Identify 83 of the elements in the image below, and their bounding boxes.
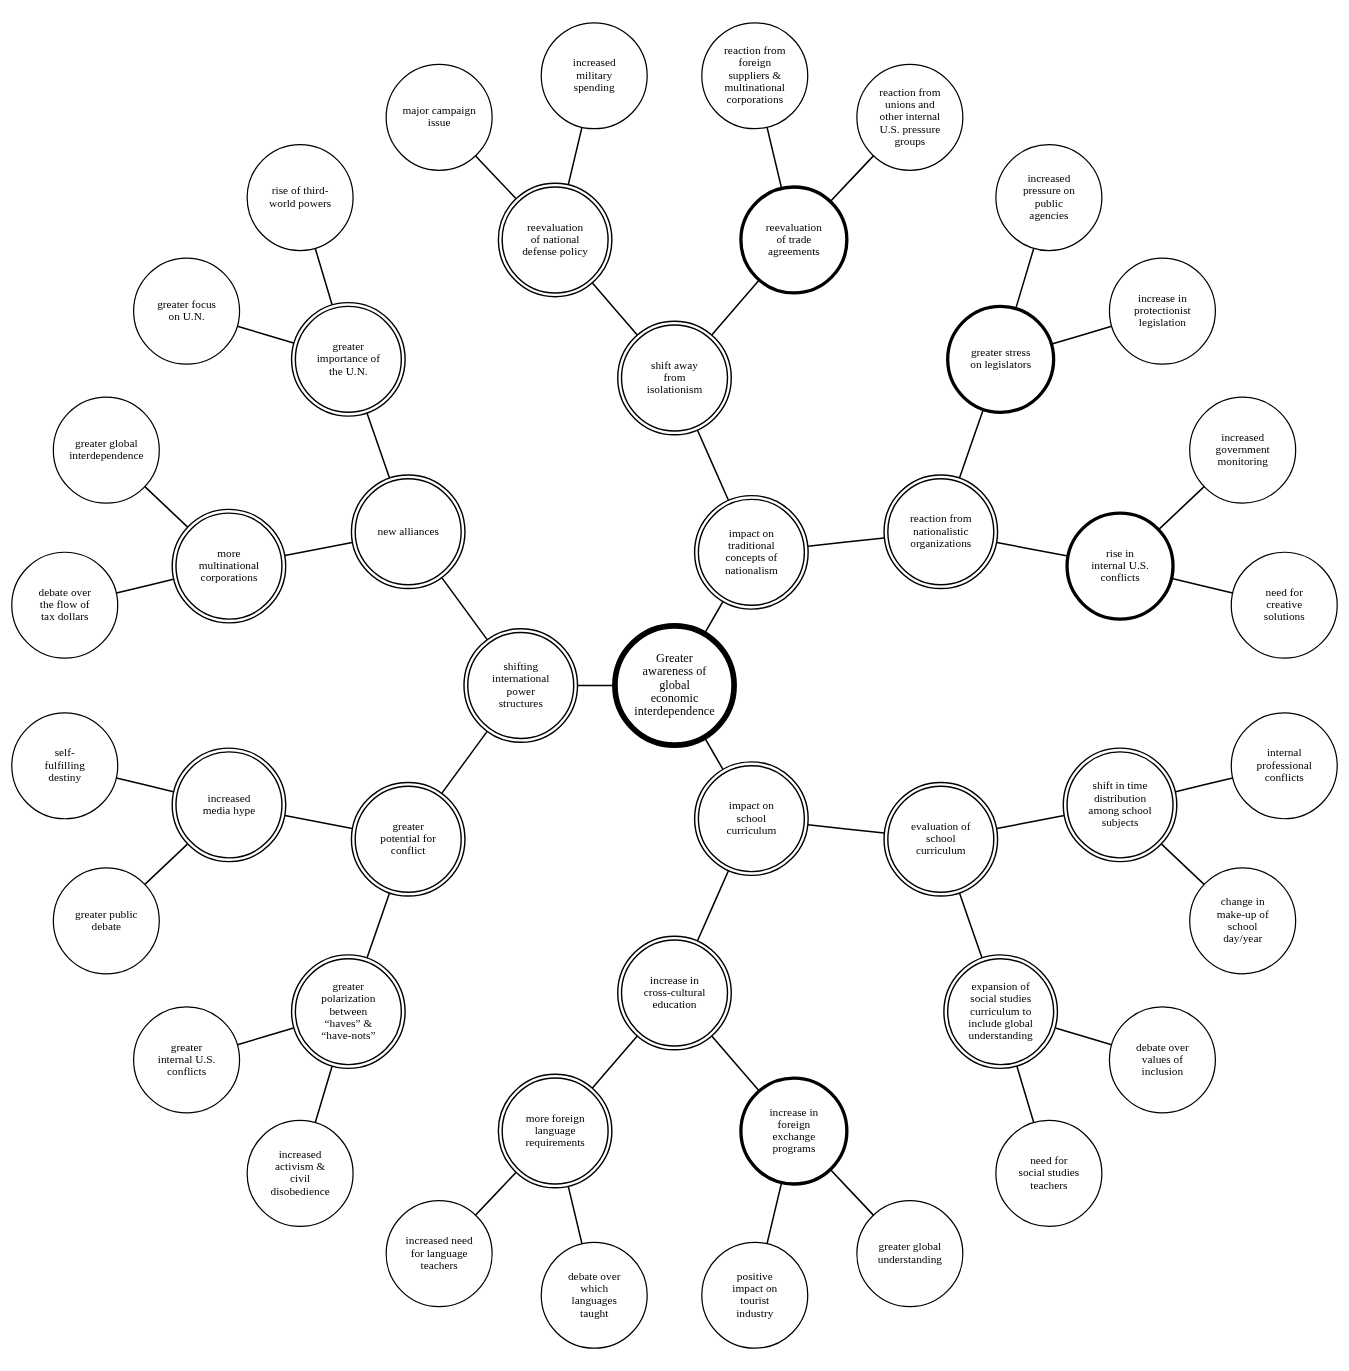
node-circle: increased pressure on public agencies [995, 144, 1103, 252]
node-circle: debate over which languages taught [540, 1241, 648, 1349]
connector [441, 730, 488, 795]
node-circle: more foreign language requirements [497, 1073, 613, 1189]
node-circle: debate over values of inclusion [1108, 1006, 1216, 1114]
connector [807, 824, 885, 834]
node-circle: major campaign issue [385, 63, 493, 171]
node-circle: increased activism & civil disobedience [246, 1119, 354, 1227]
connector [766, 1182, 783, 1245]
connector [766, 126, 783, 189]
connector [115, 777, 175, 793]
node-circle: greater internal U.S. conflicts [133, 1006, 241, 1114]
node-circle: greater potential for conflict [350, 781, 466, 897]
connector [1174, 777, 1234, 793]
connector [366, 892, 391, 959]
node-circle: greater stress on legislators [946, 304, 1056, 414]
node-circle: increased need for language teachers [385, 1200, 493, 1308]
node-circle: self-fulfilling destiny [11, 712, 119, 820]
connector [441, 576, 488, 641]
connector [1016, 1065, 1035, 1124]
node-circle: increase in protectionist legislation [1108, 257, 1216, 365]
connector [696, 870, 730, 942]
connector [236, 325, 295, 344]
node-circle: reaction from foreign suppliers & multinational corporations [701, 22, 809, 130]
node-circle: greater global understanding [856, 1200, 964, 1308]
connector [144, 843, 189, 886]
connector [696, 429, 730, 501]
node-circle: increased government monitoring [1189, 396, 1297, 504]
connector [703, 600, 724, 635]
connector [284, 814, 353, 830]
node-circle: need for social studies teachers [995, 1119, 1103, 1227]
connector [711, 279, 760, 336]
connector [1171, 577, 1234, 594]
connector [958, 408, 985, 479]
node-circle: evaluation of school curriculum [883, 781, 999, 897]
node-circle: reaction from nationalistic organizations [883, 474, 999, 590]
node-circle: reaction from unions and other internal U.S. pressure groups [856, 63, 964, 171]
connector [1160, 843, 1205, 886]
connector [366, 412, 391, 479]
connector [829, 1169, 875, 1216]
connector [284, 541, 353, 557]
connector [236, 1027, 295, 1046]
connector [958, 892, 983, 959]
connector [829, 155, 875, 202]
connector [703, 736, 724, 771]
node-circle: greater global interdependence [52, 396, 160, 504]
connector [115, 578, 175, 594]
connector [1015, 247, 1035, 309]
node-circle: positive impact on tourist industry [701, 1241, 809, 1349]
connector [996, 814, 1065, 830]
connector [314, 247, 333, 306]
node-circle: reevaluation of national defense policy [497, 182, 613, 298]
node-circle: reevaluation of trade agreements [739, 185, 849, 295]
node-circle: increased military spending [540, 22, 648, 130]
connector [1051, 325, 1113, 345]
node-circle: greater public debate [52, 867, 160, 975]
connector [474, 155, 517, 200]
node-circle: increased media hype [171, 747, 287, 863]
connector [144, 485, 189, 528]
node-circle: new alliances [350, 474, 466, 590]
node-circle: more multinational corporations [171, 508, 287, 624]
node-circle: increase in foreign exchange programs [739, 1076, 849, 1186]
connector [1054, 1027, 1113, 1046]
connector [711, 1035, 760, 1092]
connector [576, 684, 616, 687]
node-circle: rise of third-world powers [246, 144, 354, 252]
node-circle: change in make-up of school day/year [1189, 867, 1297, 975]
connector [1158, 485, 1205, 531]
connector [567, 126, 583, 186]
connector [314, 1065, 333, 1124]
node-circle: internal professional conflicts [1230, 712, 1338, 820]
node-circle: rise in internal U.S. conflicts [1065, 511, 1175, 621]
connector [591, 282, 638, 336]
connector [591, 1035, 638, 1089]
node-circle: greater focus on U.N. [133, 257, 241, 365]
node-circle: shift in time distribution among school subjects [1062, 747, 1178, 863]
node-circle: need for creative solutions [1230, 551, 1338, 659]
connector [996, 541, 1069, 557]
connector [807, 537, 885, 547]
node-circle: Greater awareness of global economic interdependence [612, 623, 737, 748]
connector [567, 1185, 583, 1245]
node-circle: debate over the flow of tax dollars [11, 551, 119, 659]
connector [474, 1171, 517, 1216]
